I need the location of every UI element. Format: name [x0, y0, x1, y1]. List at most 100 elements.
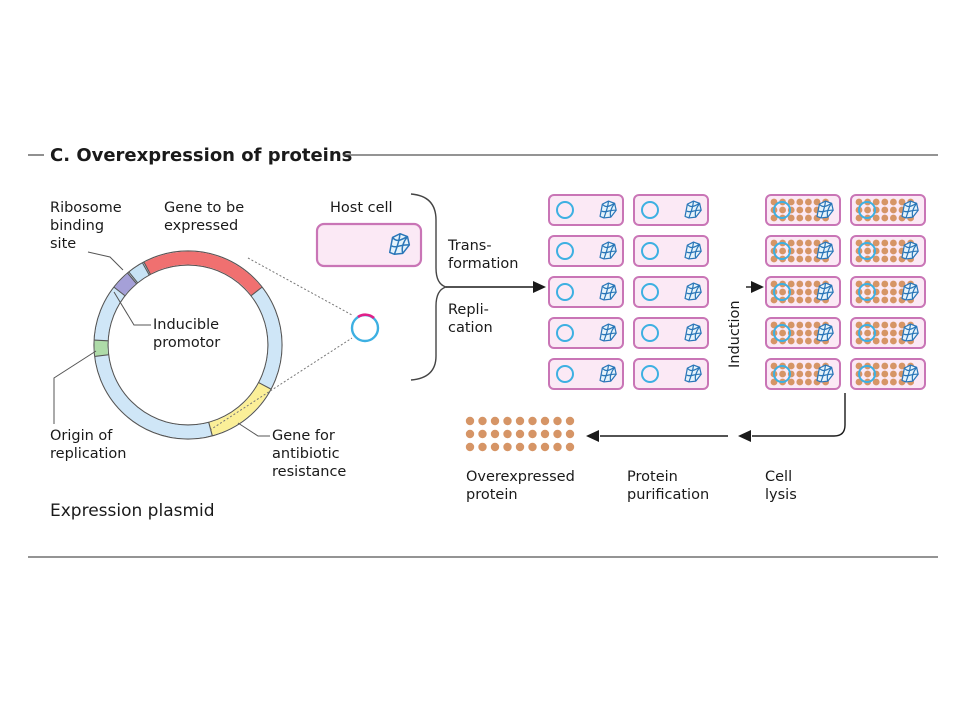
- protein-dot: [881, 321, 889, 329]
- protein-dot: [787, 198, 795, 206]
- protein-dot: [898, 280, 906, 288]
- protein-dot: [787, 255, 795, 263]
- protein-dot: [528, 442, 537, 452]
- plasmid-ring-icon: [641, 365, 659, 383]
- gene-to-be-expressed-segment: [144, 251, 262, 296]
- protein-dot: [796, 247, 804, 255]
- protein-dot: [565, 429, 575, 439]
- protein-dot: [540, 442, 550, 452]
- protein-dot: [881, 280, 889, 288]
- protein-dot: [805, 321, 812, 329]
- origin-of-replication-label: Origin of replication: [50, 428, 126, 462]
- induced-host-cell: [765, 235, 841, 267]
- plasmid-ring-icon: [641, 242, 659, 260]
- ribosome-leader: [87, 251, 124, 271]
- protein-dot: [813, 198, 821, 206]
- host-cell: [315, 222, 423, 268]
- gene-for-resistance-label: Gene for antibiotic resistance: [272, 428, 346, 480]
- protein-dot: [890, 239, 897, 247]
- plasmid-ring-icon: [556, 201, 574, 219]
- transformed-host-cell: [548, 194, 624, 226]
- protein-dot: [890, 247, 897, 255]
- transformed-host-cell: [548, 276, 624, 308]
- protein-dot: [796, 206, 804, 214]
- protein-dot: [796, 362, 804, 370]
- induced-host-cell: [765, 194, 841, 226]
- protein-dot: [805, 255, 812, 263]
- protein-dot: [805, 247, 812, 255]
- plasmid-ring-icon: [858, 324, 876, 342]
- protein-dot: [515, 429, 525, 439]
- expression-plasmid-title: Expression plasmid: [50, 501, 215, 521]
- protein-dot: [864, 288, 871, 296]
- protein-dot: [898, 362, 906, 370]
- protein-dot: [813, 239, 821, 247]
- protein-dot: [872, 255, 880, 263]
- origin-leader: [53, 350, 97, 424]
- expression-plasmid-ring: [93, 250, 283, 440]
- protein-dot: [805, 280, 812, 288]
- protein-dot: [528, 416, 537, 426]
- protein-dot: [890, 296, 897, 304]
- gene-to-be-expressed-label: Gene to be expressed: [164, 200, 249, 234]
- protein-dot: [890, 255, 897, 263]
- transformed-host-cell: [633, 276, 709, 308]
- protein-dot: [515, 442, 525, 452]
- protein-dot: [813, 362, 821, 370]
- induced-host-cell: [850, 276, 926, 308]
- protein-dot: [881, 247, 889, 255]
- protein-dot: [890, 198, 897, 206]
- protein-dot: [881, 296, 889, 304]
- protein-dot: [898, 198, 906, 206]
- protein-dot: [881, 378, 889, 386]
- promotor-leader: [113, 291, 151, 326]
- ribosome-binding-site-segment: [129, 263, 150, 283]
- protein-dot: [864, 206, 871, 214]
- protein-dot: [805, 378, 812, 386]
- protein-dot: [881, 239, 889, 247]
- plasmid-ring-icon: [641, 201, 659, 219]
- plasmid-ring-icon: [858, 283, 876, 301]
- protein-dot: [779, 288, 786, 296]
- resistance-leader: [237, 422, 270, 437]
- transformed-cells-grid: [548, 194, 709, 390]
- protein-dot: [813, 321, 821, 329]
- protein-dot: [890, 362, 897, 370]
- panel-title: C. Overexpression of proteins: [50, 145, 352, 166]
- protein-dot: [565, 442, 575, 452]
- induced-host-cell: [850, 235, 926, 267]
- inducible-promotor-label: Inducible promotor: [153, 317, 224, 351]
- protein-dot: [890, 329, 897, 337]
- plasmid-ring-icon: [773, 365, 791, 383]
- protein-dot: [881, 288, 889, 296]
- protein-dot: [490, 442, 500, 452]
- protein-dot: [881, 255, 889, 263]
- brace: [410, 193, 449, 381]
- protein-dot: [796, 280, 804, 288]
- protein-dot: [864, 247, 871, 255]
- plasmid-ring-icon: [641, 283, 659, 301]
- protein-dot: [540, 416, 550, 426]
- transformed-host-cell: [633, 317, 709, 349]
- protein-dot: [872, 362, 880, 370]
- protein-dot: [864, 329, 871, 337]
- protein-dot: [872, 296, 880, 304]
- plasmid-ring-icon: [773, 324, 791, 342]
- protein-dot: [890, 214, 897, 222]
- protein-dot: [872, 337, 880, 345]
- protein-dot: [503, 416, 512, 426]
- protein-dot: [553, 416, 562, 426]
- protein-dot: [787, 337, 795, 345]
- protein-dot: [881, 206, 889, 214]
- protein-dot: [805, 214, 812, 222]
- protein-dot: [881, 370, 889, 378]
- lysis-path: [752, 393, 846, 437]
- plasmid-ring-icon: [773, 283, 791, 301]
- protein-dot: [881, 198, 889, 206]
- protein-dot: [890, 337, 897, 345]
- protein-dot: [796, 321, 804, 329]
- protein-dot: [898, 321, 906, 329]
- plasmid-ring-icon: [858, 365, 876, 383]
- protein-dot: [813, 280, 821, 288]
- protein-dot: [881, 337, 889, 345]
